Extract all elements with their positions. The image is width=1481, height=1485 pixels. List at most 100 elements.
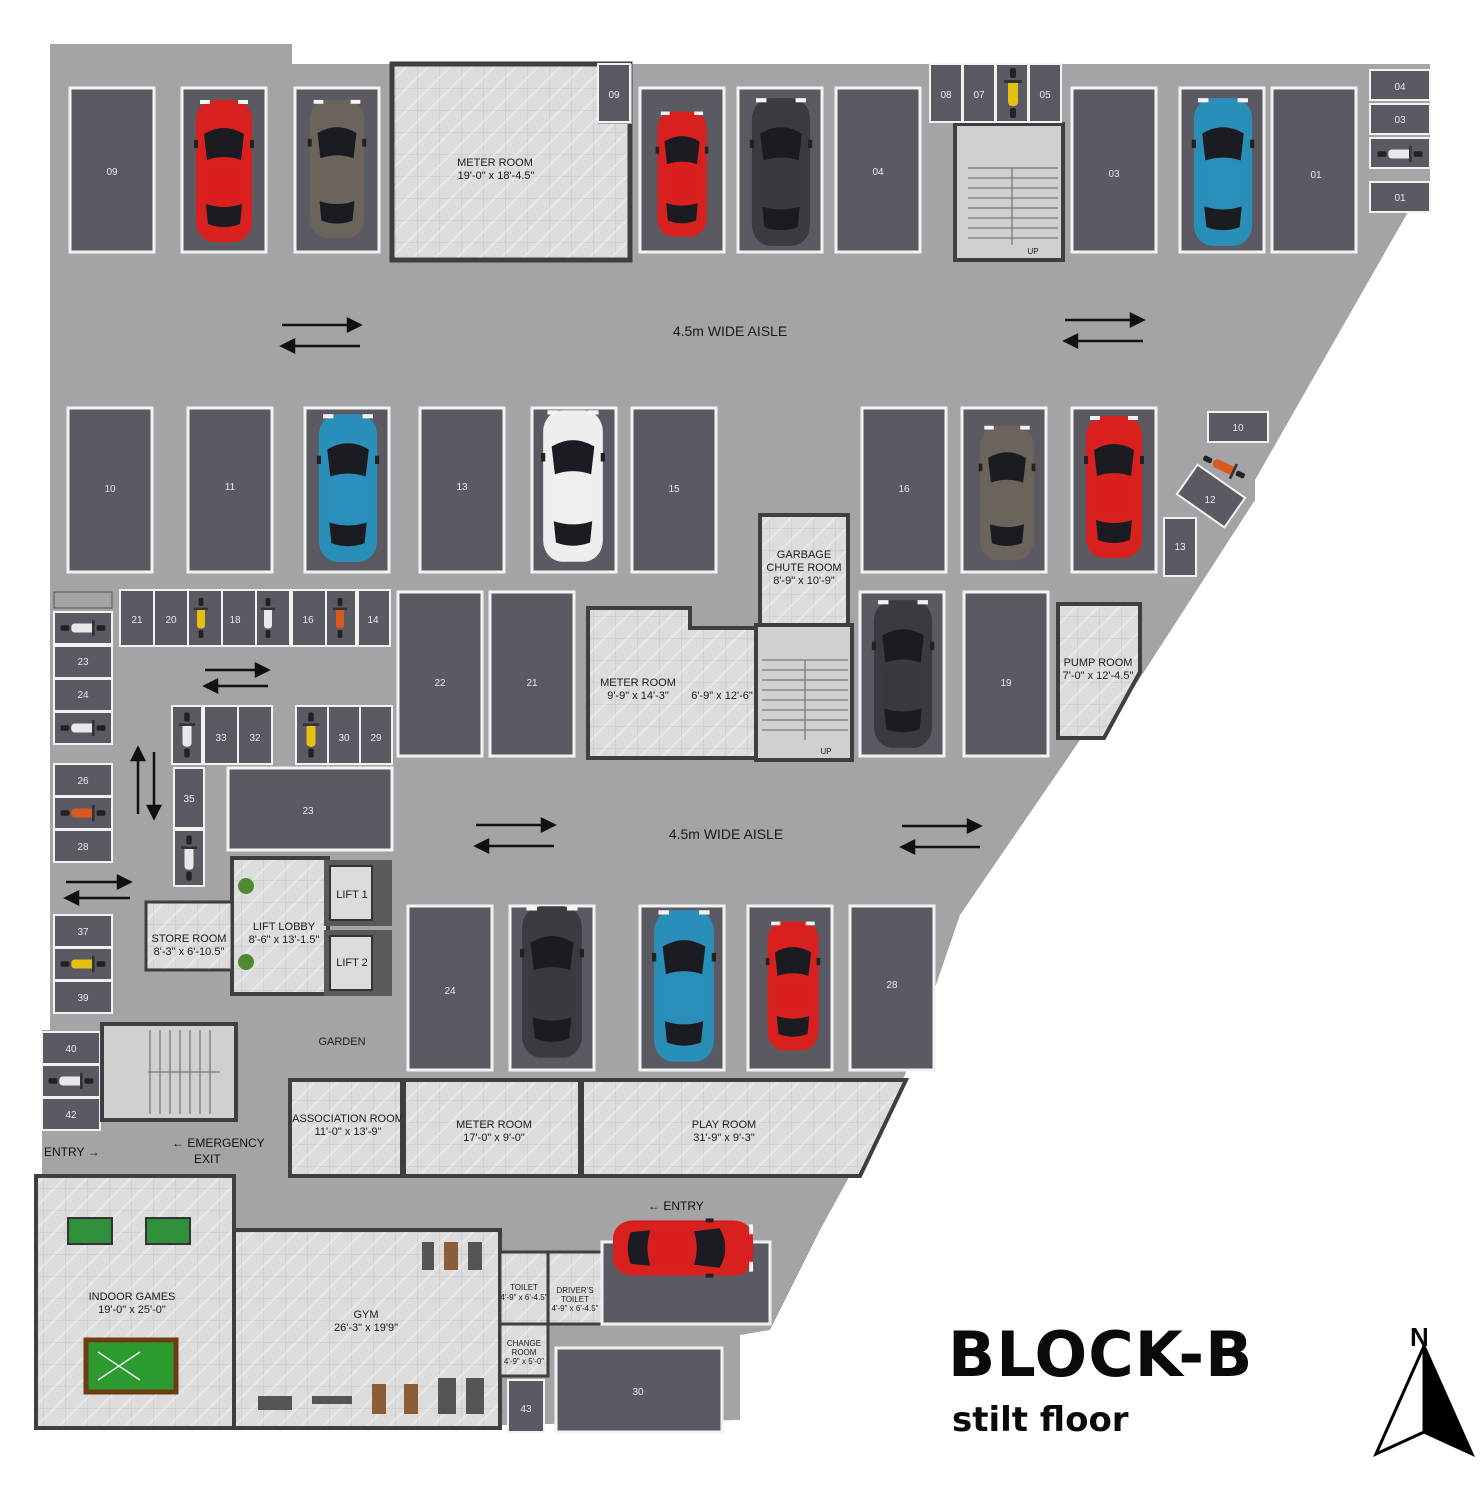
room-name: STORE ROOM bbox=[152, 933, 227, 945]
bike-slot[interactable] bbox=[291, 589, 327, 647]
bike-slot[interactable] bbox=[597, 63, 631, 123]
bike-slot-number: 08 bbox=[940, 90, 952, 101]
bike-slot-number: 04 bbox=[1394, 82, 1406, 93]
bike-slot[interactable] bbox=[359, 705, 393, 765]
entry-label: ← ENTRY bbox=[648, 1199, 704, 1213]
stair-up-label: UP bbox=[1027, 247, 1038, 256]
bike-slot-number: 07 bbox=[973, 90, 985, 101]
slot-number: 30 bbox=[632, 1387, 644, 1398]
bike-slot[interactable] bbox=[1207, 411, 1269, 443]
car-slot[interactable] bbox=[68, 86, 156, 254]
room-name: TOILET bbox=[510, 1283, 538, 1292]
bike-slot[interactable] bbox=[962, 63, 996, 123]
car-slot[interactable] bbox=[66, 406, 154, 574]
two-way-arrow-icon bbox=[129, 745, 163, 821]
bike-slots-right-edge: 10 12 13 bbox=[1163, 411, 1269, 577]
gym-room: GYM 26'-3" x 19'9" bbox=[232, 1228, 502, 1430]
bike-slot[interactable] bbox=[1175, 463, 1247, 529]
room-name: ASSOCIATION ROOM bbox=[292, 1113, 404, 1125]
bike-slot[interactable] bbox=[357, 589, 391, 647]
garbage-chute-room: GARBAGE CHUTE ROOM 8'-9" x 10'-9" bbox=[758, 513, 850, 627]
bike-slot[interactable] bbox=[1369, 181, 1431, 213]
car-slot[interactable] bbox=[962, 590, 1050, 758]
slot-number: 11 bbox=[225, 482, 236, 493]
room-name: CHUTE ROOM bbox=[766, 562, 841, 574]
car-blue bbox=[1191, 98, 1255, 246]
garden-label: GARDEN bbox=[318, 1036, 365, 1048]
bike-slot-number: 39 bbox=[77, 993, 89, 1004]
car-red bbox=[765, 921, 821, 1051]
bike-slots-strip-a: 21 20 18 16 14 bbox=[119, 589, 391, 647]
lift-1: LIFT 1 bbox=[324, 860, 392, 926]
floor-subtitle: stilt floor bbox=[952, 1400, 1129, 1440]
slot-number: 13 bbox=[456, 482, 468, 493]
slot-number: 10 bbox=[104, 484, 116, 495]
room-size: 26'-3" x 19'9" bbox=[334, 1322, 398, 1334]
room-size: 17'-0" x 9'-0" bbox=[463, 1132, 525, 1144]
association-room: ASSOCIATION ROOM 11'-0" x 13'-9" bbox=[288, 1078, 404, 1178]
bike-slot[interactable] bbox=[53, 980, 113, 1014]
emergency-exit-label: ← EMERGENCY bbox=[172, 1136, 265, 1150]
room-size: 19'-0" x 25'-0" bbox=[98, 1304, 166, 1316]
aisle-top: 4.5m WIDE AISLE bbox=[279, 311, 1146, 355]
lift-2: LIFT 2 bbox=[324, 930, 392, 996]
bike-slot[interactable] bbox=[53, 914, 113, 948]
lift-lobby: LIFT LOBBY 8'-6" x 13'-1.5" bbox=[230, 856, 330, 996]
bike-slot[interactable] bbox=[1028, 63, 1062, 123]
bike-slot-number: 20 bbox=[165, 615, 177, 626]
staircase-mid: UP bbox=[754, 623, 854, 762]
bike-slots-top-right: 04 03 01 bbox=[1369, 69, 1431, 213]
room-size: 8'-6" x 13'-1.5" bbox=[249, 934, 320, 946]
bike-slot[interactable] bbox=[53, 645, 113, 679]
car-slot[interactable] bbox=[396, 590, 484, 758]
bike-slot[interactable] bbox=[1369, 103, 1431, 135]
bike-slot[interactable] bbox=[1163, 517, 1197, 577]
car-slot[interactable] bbox=[1270, 86, 1358, 254]
bike-slot[interactable] bbox=[203, 705, 239, 765]
car-slot[interactable] bbox=[834, 86, 922, 254]
bike-slot-number: 37 bbox=[77, 927, 89, 938]
two-way-arrow-icon bbox=[202, 661, 271, 695]
meter-room-low: METER ROOM 17'-0" x 9'-0" bbox=[402, 1078, 582, 1178]
car-slot[interactable] bbox=[186, 406, 274, 574]
entry-label: ENTRY → bbox=[44, 1145, 100, 1159]
car-slot[interactable] bbox=[860, 406, 948, 574]
bike-slot-number: 28 bbox=[77, 842, 89, 853]
car-slot[interactable] bbox=[630, 406, 718, 574]
bike-slot[interactable] bbox=[255, 589, 291, 647]
car-slot[interactable] bbox=[226, 766, 394, 852]
two-way-arrow-icon bbox=[1062, 311, 1146, 350]
room-name: DRIVER'S bbox=[556, 1286, 593, 1295]
bike-slot[interactable] bbox=[507, 1379, 545, 1433]
bike-slot-number: 24 bbox=[77, 690, 89, 701]
room-name: CHANGE bbox=[507, 1339, 541, 1348]
meter-room-mid: METER ROOM 9'-9" x 14'-3" 6'-9" x 12'-6" bbox=[586, 606, 758, 760]
bike-slot[interactable] bbox=[153, 589, 189, 647]
room-name: METER ROOM bbox=[457, 157, 533, 169]
room-size: 4'-9" x 6'-4.5" bbox=[501, 1293, 548, 1302]
store-room: STORE ROOM 8'-3" x 6'-10.5" bbox=[144, 900, 234, 972]
bike-slot[interactable] bbox=[173, 767, 205, 829]
bike-slot[interactable] bbox=[221, 589, 257, 647]
block-title: BLOCK-B bbox=[948, 1318, 1254, 1391]
play-room: PLAY ROOM 31'-9" x 9'-3" bbox=[580, 1078, 910, 1178]
car-red bbox=[1084, 416, 1144, 558]
bike-slot[interactable] bbox=[237, 705, 273, 765]
car-slot[interactable] bbox=[418, 406, 506, 574]
car-slot[interactable] bbox=[1070, 86, 1158, 254]
slot-number: 21 bbox=[526, 678, 538, 689]
bike-slot[interactable] bbox=[53, 829, 113, 863]
car-slot[interactable] bbox=[406, 904, 494, 1072]
car-slot[interactable] bbox=[488, 590, 576, 758]
car-slot[interactable] bbox=[848, 904, 936, 1072]
indoor-games-room: INDOOR GAMES 19'-0" x 25'-0" bbox=[34, 1174, 236, 1430]
bike-slot[interactable] bbox=[1369, 69, 1431, 101]
car-slot[interactable] bbox=[554, 1346, 724, 1434]
bike-slot-number: 29 bbox=[370, 733, 382, 744]
bike-slot-number: 40 bbox=[65, 1044, 77, 1055]
room-size: 8'-9" x 10'-9" bbox=[773, 575, 835, 587]
bike-slot[interactable] bbox=[41, 1097, 101, 1131]
slot-number: 04 bbox=[872, 167, 884, 178]
staircase-top: UP bbox=[953, 122, 1065, 262]
room-name: TOILET bbox=[561, 1295, 589, 1304]
